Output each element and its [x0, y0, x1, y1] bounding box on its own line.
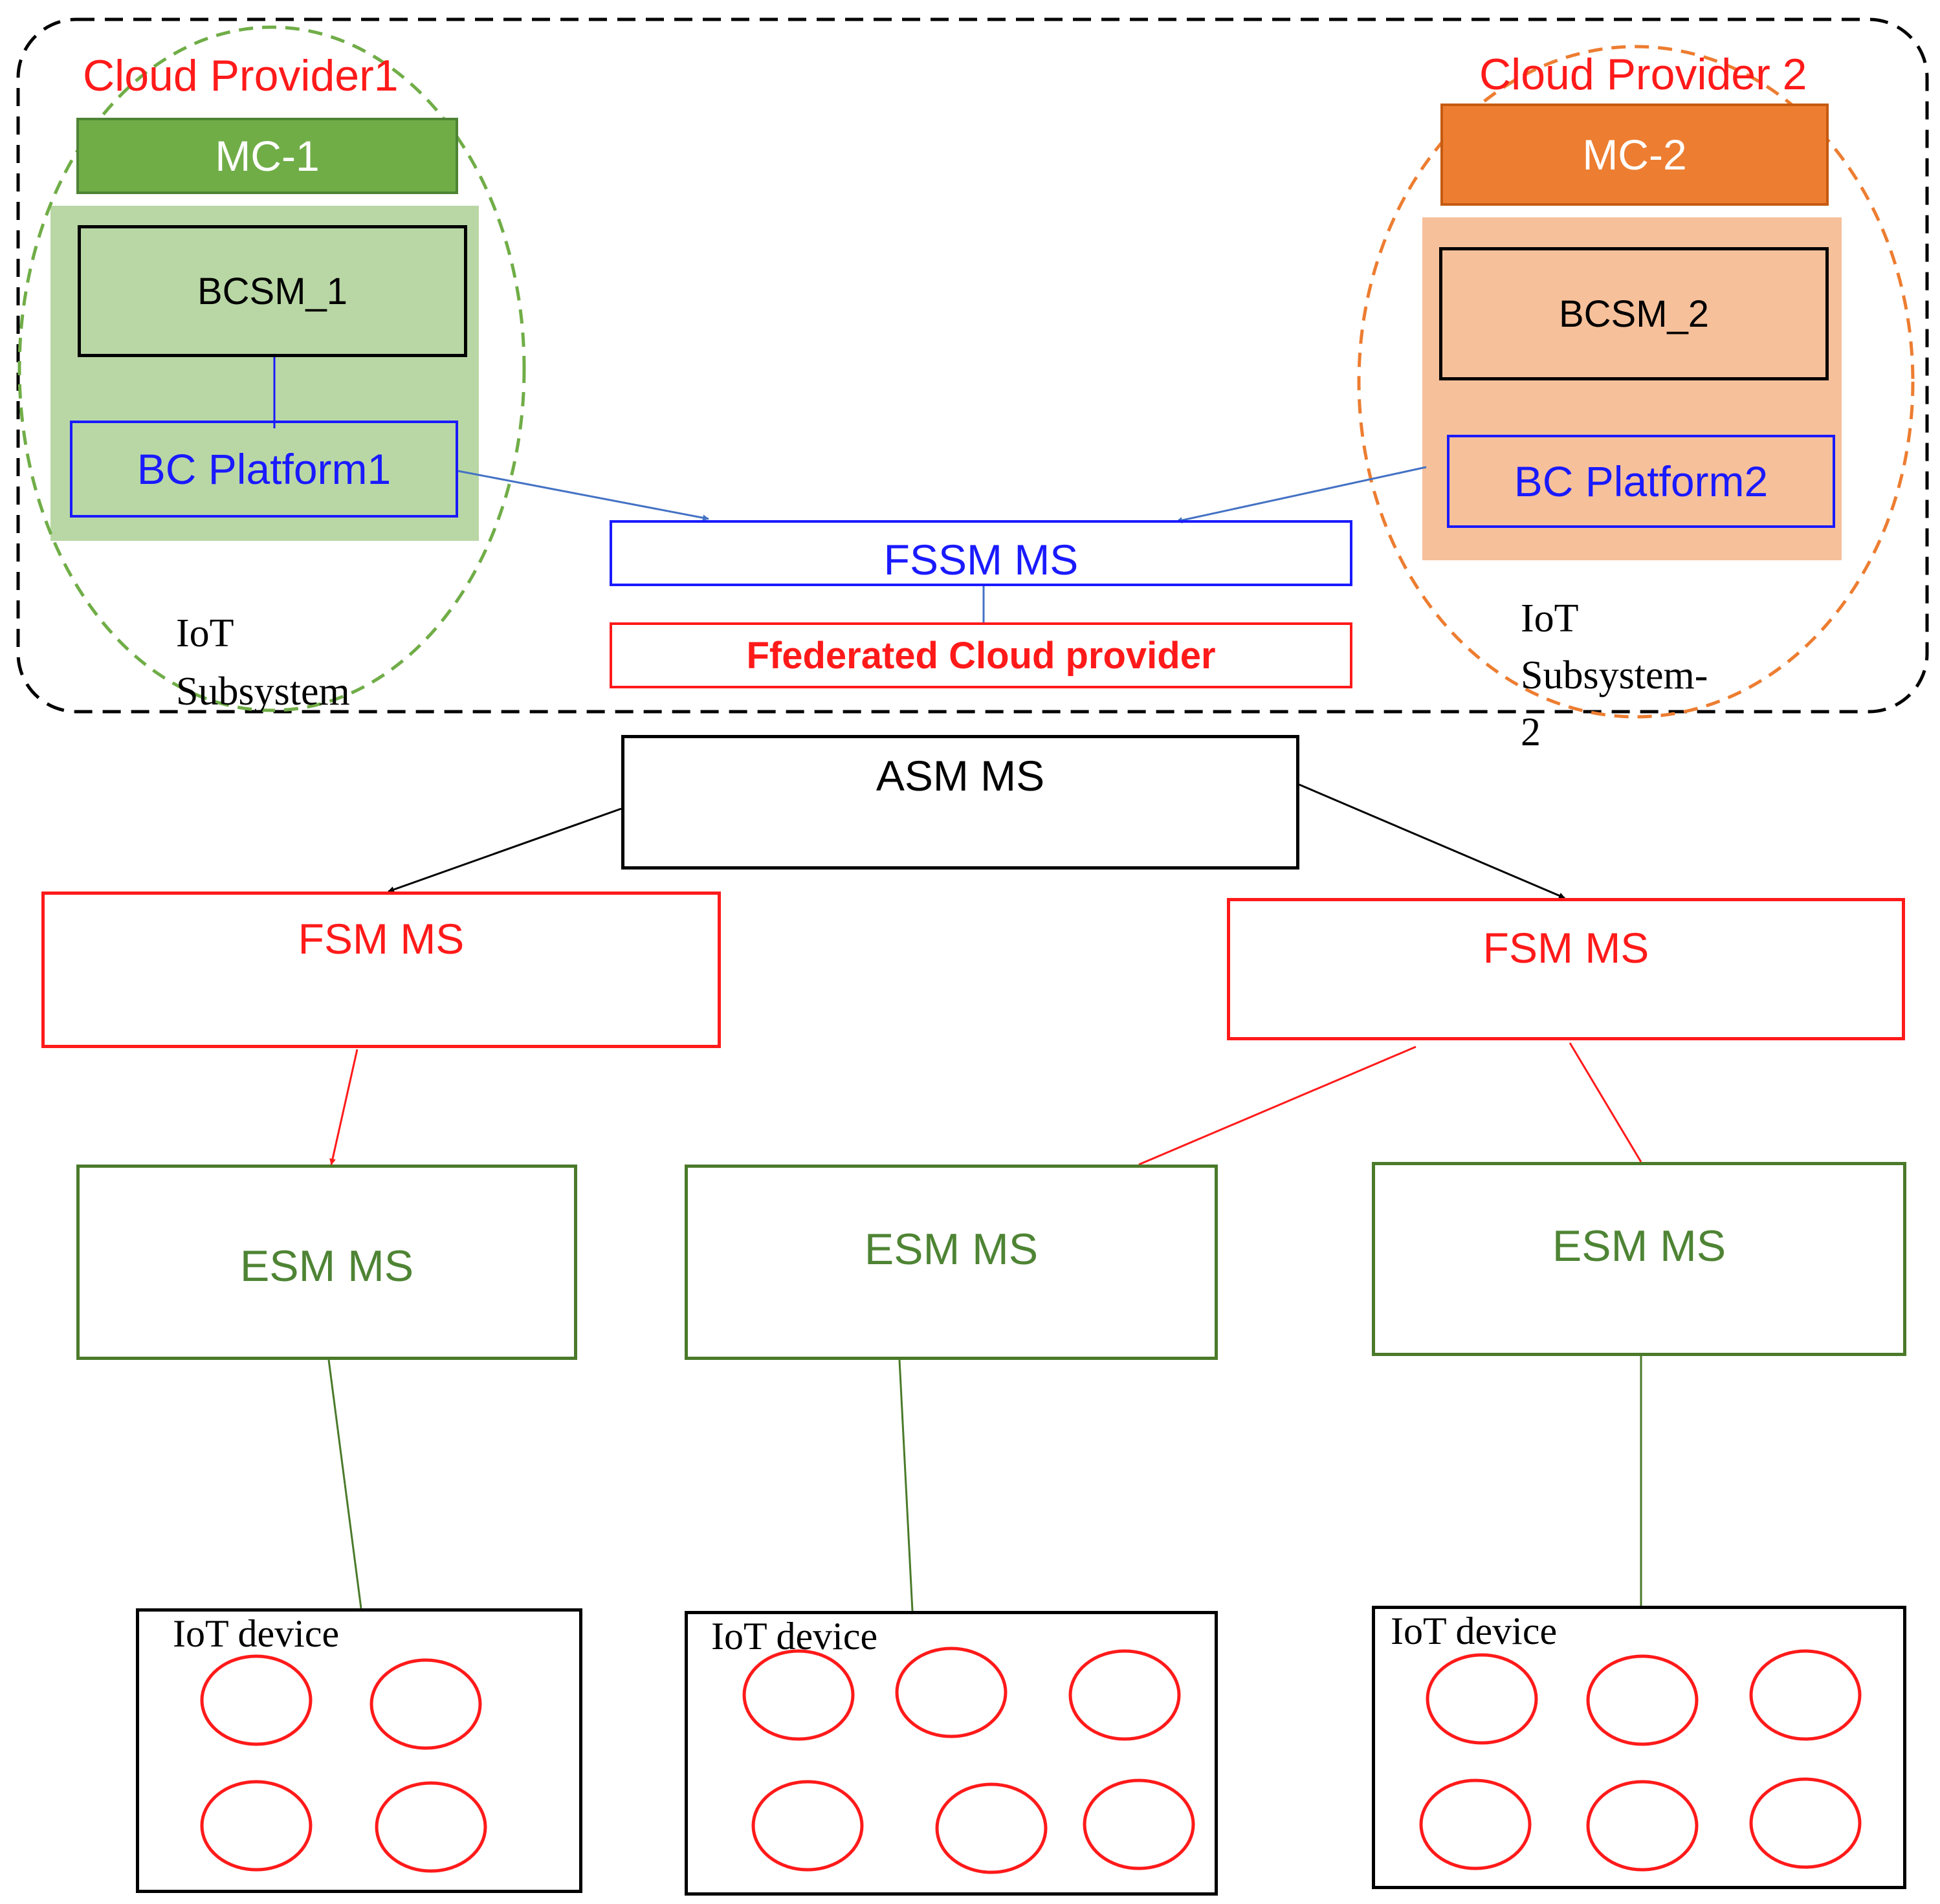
iot-device-node: [1419, 1778, 1532, 1870]
iot-device-node: [1586, 1654, 1699, 1746]
asm-to-fsm-left-arrow: [388, 807, 622, 893]
bcsm2-label: BCSM_2: [1558, 292, 1710, 335]
esm-label-2: ESM MS: [864, 1225, 1039, 1274]
esm-label-3: ESM MS: [1552, 1221, 1726, 1271]
mc2-header: MC-2: [1440, 104, 1829, 206]
iot-device-node: [1749, 1777, 1862, 1869]
iot-device-group-2: IoT device: [685, 1611, 1218, 1896]
cloud-provider1-label: Cloud Provider1: [83, 51, 399, 100]
iot-subsystem2-label: IoT Subsystem- 2: [1521, 596, 1708, 754]
cloud-provider2-label: Cloud Provider 2: [1479, 50, 1807, 99]
mc1-header: MC-1: [76, 118, 458, 194]
platform1-to-fssm-arrow: [457, 470, 709, 521]
esm-box-3: ESM MS: [1372, 1162, 1906, 1356]
iot-device-label-2: IoT device: [711, 1615, 878, 1658]
iot-device-node: [751, 1780, 864, 1872]
bcsm1-label: BCSM_1: [197, 270, 348, 312]
platform2-to-fssm-arrow: [1176, 466, 1427, 523]
iot-subsystem1-label: IoT Subsystem: [176, 611, 350, 714]
bc-platform2-box: BC Platform2: [1447, 435, 1835, 528]
iot-device-node: [369, 1658, 482, 1750]
fssm-box: FSSM MS: [610, 520, 1352, 586]
mc1-label: MC-1: [215, 132, 320, 180]
device-ellipses: [200, 1647, 1862, 1874]
bcsm1-box: BCSM_1: [78, 225, 467, 357]
asm-to-fsm-right-arrow: [1297, 783, 1565, 899]
iot-device-node: [1068, 1649, 1181, 1741]
fssm-label: FSSM MS: [883, 536, 1079, 584]
bcsm2-box: BCSM_2: [1439, 247, 1829, 380]
asm-box: ASM MS: [621, 735, 1299, 870]
cloud-region-boundary: [16, 17, 1929, 714]
federated-provider-label: Ffederated Cloud provider: [746, 634, 1216, 677]
fsm-left-label: FSM MS: [298, 915, 465, 963]
provider1-panel: [50, 206, 479, 541]
iot-device-label-1: IoT device: [173, 1612, 340, 1655]
federated-provider-box: Ffederated Cloud provider: [610, 622, 1352, 688]
esm1-to-device1-line: [327, 1359, 362, 1609]
fsm-right-to-esm3-line: [1569, 1042, 1642, 1163]
fsm-right-label: FSM MS: [1483, 924, 1649, 972]
esm-box-2: ESM MS: [685, 1165, 1218, 1360]
iot-device-node: [935, 1782, 1048, 1874]
iot-device-group-1: IoT device: [136, 1608, 582, 1893]
iot-device-node: [200, 1654, 313, 1746]
fsm-right-to-esm2-line: [1138, 1045, 1416, 1166]
iot-device-node: [742, 1649, 855, 1741]
iot-device-label-3: IoT device: [1391, 1610, 1558, 1652]
iot-subsystem1-ellipse: [17, 25, 526, 712]
mc2-label: MC-2: [1582, 131, 1687, 179]
provider2-panel: [1422, 217, 1842, 560]
asm-label: ASM MS: [876, 752, 1045, 800]
fsm-right-box: FSM MS: [1227, 898, 1905, 1040]
bc-platform1-label: BC Platform1: [137, 445, 391, 493]
fsm-left-to-esm1-arrow: [329, 1049, 358, 1165]
iot-device-node: [895, 1647, 1008, 1738]
iot-device-node: [1749, 1649, 1862, 1741]
iot-subsystem2-ellipse: [1357, 45, 1915, 719]
esm-label-1: ESM MS: [239, 1242, 414, 1291]
iot-device-node: [375, 1781, 487, 1873]
iot-device-node: [1586, 1780, 1699, 1872]
iot-device-node: [1083, 1778, 1195, 1870]
iot-device-node: [1426, 1653, 1538, 1745]
esm2-to-device2-line: [898, 1359, 914, 1612]
iot-device-node: [200, 1780, 313, 1872]
bc-platform1-box: BC Platform1: [70, 421, 458, 518]
esm-box-1: ESM MS: [76, 1165, 577, 1360]
fsm-left-box: FSM MS: [41, 892, 721, 1048]
bc-platform2-label: BC Platform2: [1514, 457, 1769, 505]
iot-device-group-3: IoT device: [1372, 1606, 1906, 1889]
